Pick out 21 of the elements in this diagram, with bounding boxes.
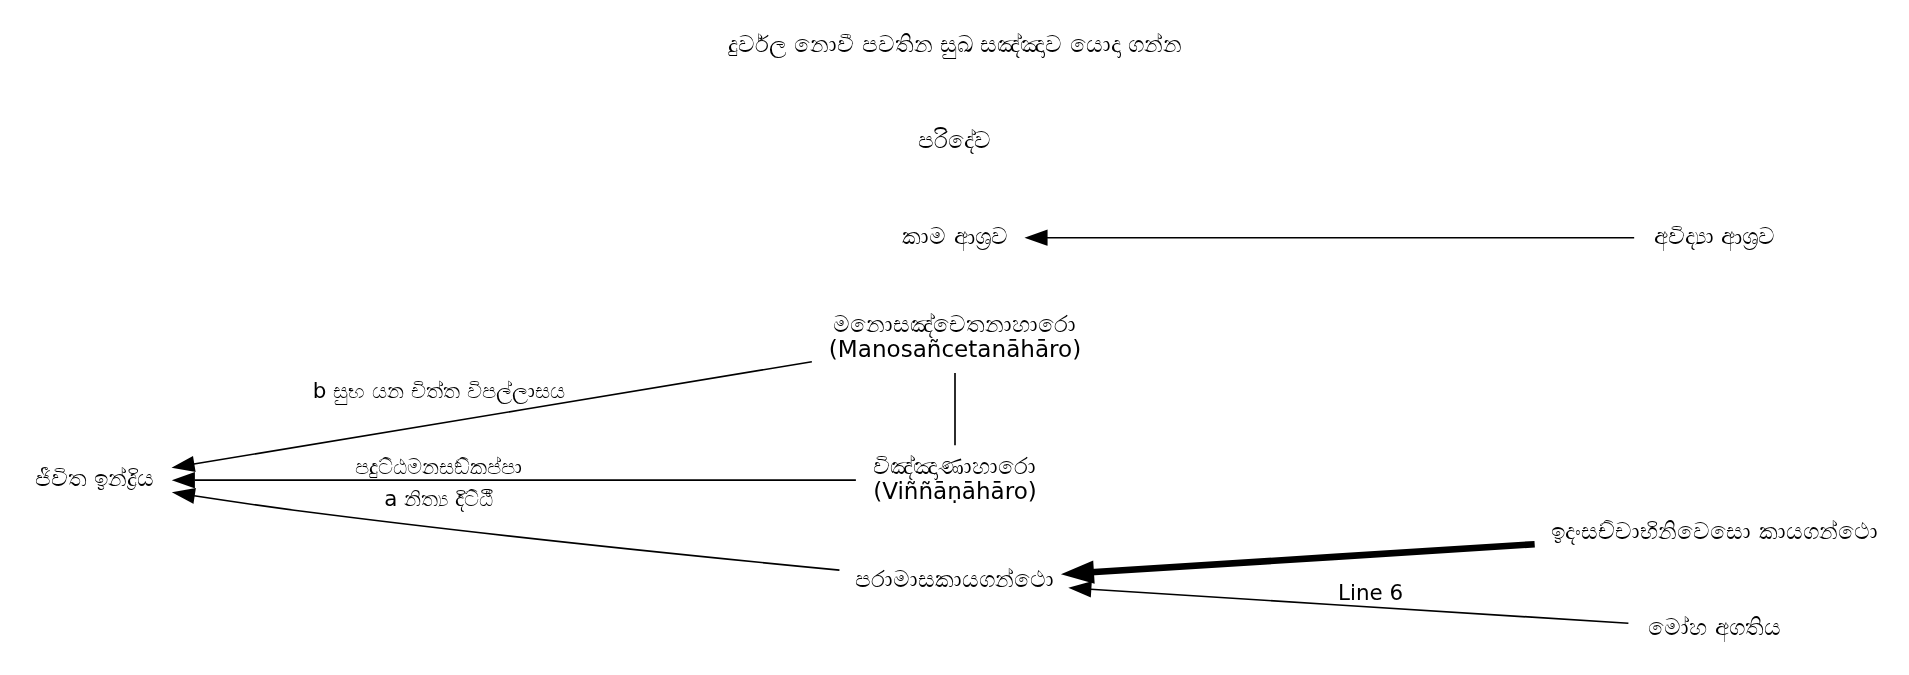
- node-text: කාම ආශ්‍රව: [901, 222, 1008, 249]
- node-text: විඤ්ඤාණාහාරො (Viññāṇāhāro): [872, 452, 1037, 504]
- connector: [953, 372, 956, 447]
- label: පරිදේව: [918, 127, 991, 154]
- edge-label: Line 6: [1337, 579, 1403, 605]
- edge-label: a නිත්‍ය දිට්ඨී: [383, 485, 493, 511]
- arrow: [171, 360, 813, 472]
- label: දුර්වල නොවී පවතින සුඛ සඤ්ඤාව යොදා ගන්න: [727, 31, 1182, 58]
- edge-label: පදුට්ඨමනසඞ්කප්පා: [354, 454, 522, 480]
- arrow: [1060, 540, 1535, 584]
- arrow: [171, 472, 857, 489]
- arrow: [1023, 229, 1635, 246]
- arrow: [171, 487, 840, 571]
- node-text: මෝහ අගතිය: [1647, 613, 1781, 640]
- node-text: අවිද්‍යා ආශ්‍රව: [1653, 222, 1775, 249]
- node-text: පරාමාසකායගන්ථො: [855, 565, 1054, 592]
- node-text: ඉදංසච්චාභිනිවෙසො කායගන්ථො: [1550, 518, 1878, 545]
- arrow: [1067, 581, 1629, 625]
- edge-label: b සුභ යන චිත්ත විපල්ලාසය: [312, 378, 565, 404]
- node-text: මනොසඤ්චෙතනාහාරො (Manosañcetanāhāro): [828, 311, 1081, 362]
- node-text: ජීවිත ඉන්ද්‍රිය: [34, 465, 154, 492]
